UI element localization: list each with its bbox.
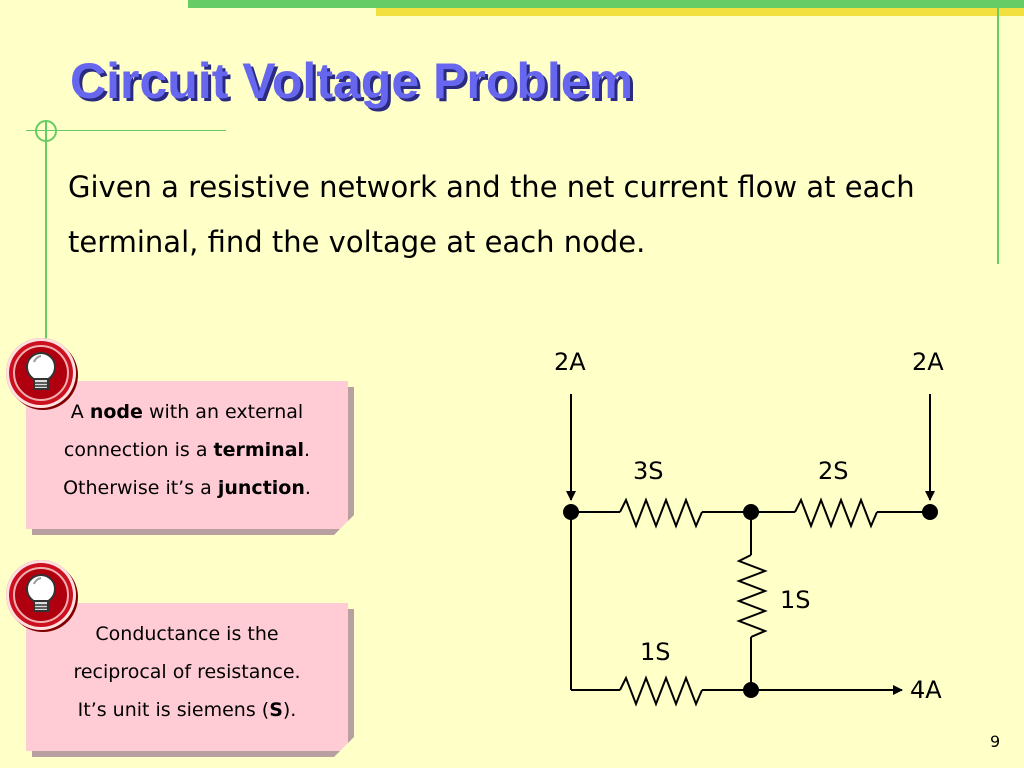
node-dot — [563, 504, 579, 520]
crosshair-ornament — [35, 120, 57, 142]
resistor-3s — [619, 497, 703, 529]
resistor-label-1s-vertical: 1S — [780, 586, 811, 614]
resistor-label-2s: 2S — [818, 457, 849, 485]
left-accent-line — [45, 120, 47, 356]
current-label-out: 4A — [910, 676, 942, 704]
note-line: reciprocal of resistance. — [73, 661, 301, 683]
note-line: Otherwise it’s a junction. — [63, 477, 311, 499]
note-line: It’s unit is siemens (S). — [77, 699, 297, 721]
note-line: Conductance is the — [95, 623, 279, 645]
slide-body-text: Given a resistive network and the net cu… — [68, 170, 915, 259]
resistor-1s-bottom — [619, 675, 703, 707]
top-green-bar — [188, 0, 1024, 8]
resistor-2s — [794, 497, 878, 529]
resistor-1s-vertical — [736, 554, 768, 638]
right-accent-line — [997, 0, 999, 264]
circuit-diagram: 2A 2A 3S 2S 1S 1S 4A — [554, 348, 944, 707]
resistor-label-1s-bottom: 1S — [640, 638, 671, 666]
top-yellow-bar — [376, 8, 1024, 16]
current-label-left: 2A — [554, 348, 586, 376]
resistor-label-3s: 3S — [633, 457, 664, 485]
lightbulb-icon — [6, 338, 76, 408]
page-fold — [334, 515, 354, 535]
node-dot — [743, 682, 759, 698]
page-fold — [334, 737, 354, 757]
note-card-conductance: Conductance is the reciprocal of resista… — [26, 603, 354, 757]
title-underline — [26, 130, 226, 131]
slide-title: Circuit Voltage Problem — [70, 53, 634, 109]
lightbulb-icon — [6, 560, 76, 630]
note-line: A node with an external — [70, 401, 304, 423]
note-card-terminal: A node with an external connection is a … — [26, 381, 354, 535]
node-dot — [743, 504, 759, 520]
note-line: connection is a terminal. — [63, 439, 311, 461]
page-number: 9 — [990, 732, 1001, 751]
node-dot — [922, 504, 938, 520]
current-label-right: 2A — [912, 348, 944, 376]
